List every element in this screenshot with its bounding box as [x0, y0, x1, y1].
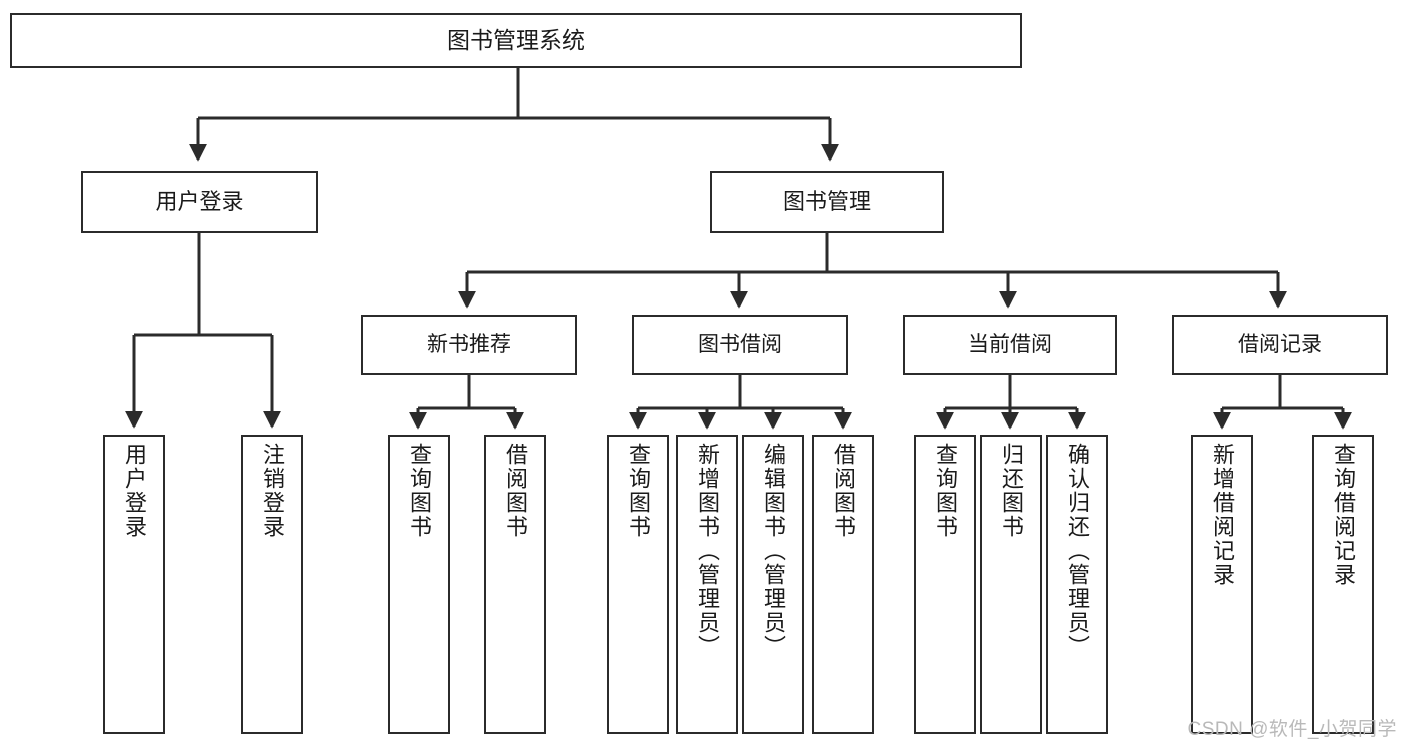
node-label: 图书管理 — [782, 188, 871, 214]
node-borrow-record[interactable]: 借阅记录 — [1172, 315, 1388, 375]
leaf-node[interactable]: 借阅图书 — [812, 435, 874, 734]
node-label: 当前借阅 — [968, 333, 1052, 357]
leaf-node[interactable]: 查询借阅记录 — [1312, 435, 1374, 734]
leaf-node[interactable]: 新增借阅记录 — [1191, 435, 1253, 734]
leaf-node[interactable]: 注销登录 — [241, 435, 303, 734]
node-label: 借阅记录 — [1238, 333, 1322, 357]
node-label: 图书借阅 — [698, 333, 782, 357]
node-label: 用户登录 — [122, 443, 147, 539]
leaf-node[interactable]: 新增图书（管理员） — [676, 435, 738, 734]
leaf-node[interactable]: 查询图书 — [388, 435, 450, 734]
leaf-node[interactable]: 查询图书 — [607, 435, 669, 734]
leaf-node[interactable]: 归还图书 — [980, 435, 1042, 734]
node-new-book-recommend[interactable]: 新书推荐 — [361, 315, 577, 375]
node-book-borrow[interactable]: 图书借阅 — [632, 315, 848, 375]
node-label: 归还图书 — [999, 443, 1024, 539]
node-label: 查询图书 — [407, 443, 432, 539]
node-label: 借阅图书 — [831, 443, 856, 539]
node-label: 新增图书（管理员） — [695, 443, 720, 659]
leaf-node[interactable]: 用户登录 — [103, 435, 165, 734]
leaf-node[interactable]: 借阅图书 — [484, 435, 546, 734]
node-label: 用户登录 — [155, 188, 244, 214]
leaf-node[interactable]: 确认归还（管理员） — [1046, 435, 1108, 734]
node-label: 注销登录 — [260, 443, 285, 539]
leaf-node[interactable]: 查询图书 — [914, 435, 976, 734]
node-book-management[interactable]: 图书管理 — [710, 171, 944, 233]
node-label: 查询借阅记录 — [1331, 443, 1356, 587]
node-user-login[interactable]: 用户登录 — [81, 171, 318, 233]
node-label: 编辑图书（管理员） — [761, 443, 786, 659]
node-label: 新书推荐 — [427, 333, 511, 357]
node-current-borrow[interactable]: 当前借阅 — [903, 315, 1117, 375]
node-label: 借阅图书 — [503, 443, 528, 539]
csdn-watermark: CSDN @软件_小贺同学 — [1187, 719, 1397, 740]
leaf-node[interactable]: 编辑图书（管理员） — [742, 435, 804, 734]
node-label: 确认归还（管理员） — [1065, 443, 1090, 659]
node-root-system[interactable]: 图书管理系统 — [10, 13, 1022, 68]
node-label: 新增借阅记录 — [1210, 443, 1235, 587]
node-label: 图书管理系统 — [447, 26, 585, 53]
node-label: 查询图书 — [933, 443, 958, 539]
node-label: 查询图书 — [626, 443, 651, 539]
